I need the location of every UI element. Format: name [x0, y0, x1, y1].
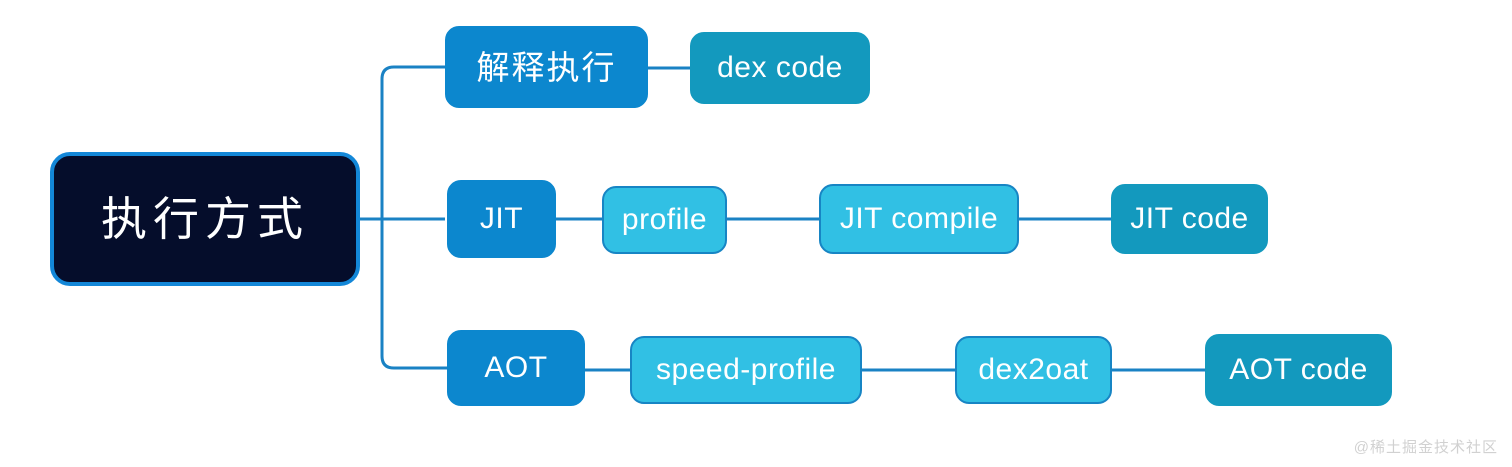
- edge-root-to-interpret: [380, 65, 445, 219]
- node-interpret[interactable]: 解释执行: [445, 26, 648, 108]
- node-dex-code-label: dex code: [717, 51, 843, 84]
- watermark: @稀土掘金技术社区: [1353, 439, 1498, 456]
- edge-root-to-aot: [380, 219, 447, 370]
- node-jit-compile-label: JIT compile: [839, 202, 999, 235]
- node-jit-code[interactable]: JIT code: [1111, 184, 1268, 254]
- node-dex-code[interactable]: dex code: [690, 32, 870, 104]
- node-profile-label: profile: [621, 203, 708, 236]
- node-aot[interactable]: AOT: [447, 330, 585, 406]
- node-dex2oat[interactable]: dex2oat: [955, 336, 1112, 404]
- node-aot-code-label: AOT code: [1229, 353, 1368, 386]
- node-jit-code-label: JIT code: [1130, 202, 1249, 235]
- node-dex2oat-label: dex2oat: [978, 353, 1089, 386]
- node-speed-profile[interactable]: speed-profile: [630, 336, 862, 404]
- node-root[interactable]: 执行方式: [50, 152, 360, 286]
- node-interpret-label: 解释执行: [476, 48, 617, 86]
- node-jit-label: JIT: [479, 202, 524, 235]
- node-root-label: 执行方式: [101, 193, 309, 245]
- node-jit[interactable]: JIT: [447, 180, 556, 258]
- node-aot-code[interactable]: AOT code: [1205, 334, 1392, 406]
- node-jit-compile[interactable]: JIT compile: [819, 184, 1019, 254]
- node-aot-label: AOT: [484, 351, 548, 384]
- node-profile[interactable]: profile: [602, 186, 727, 254]
- node-speed-profile-label: speed-profile: [656, 353, 836, 386]
